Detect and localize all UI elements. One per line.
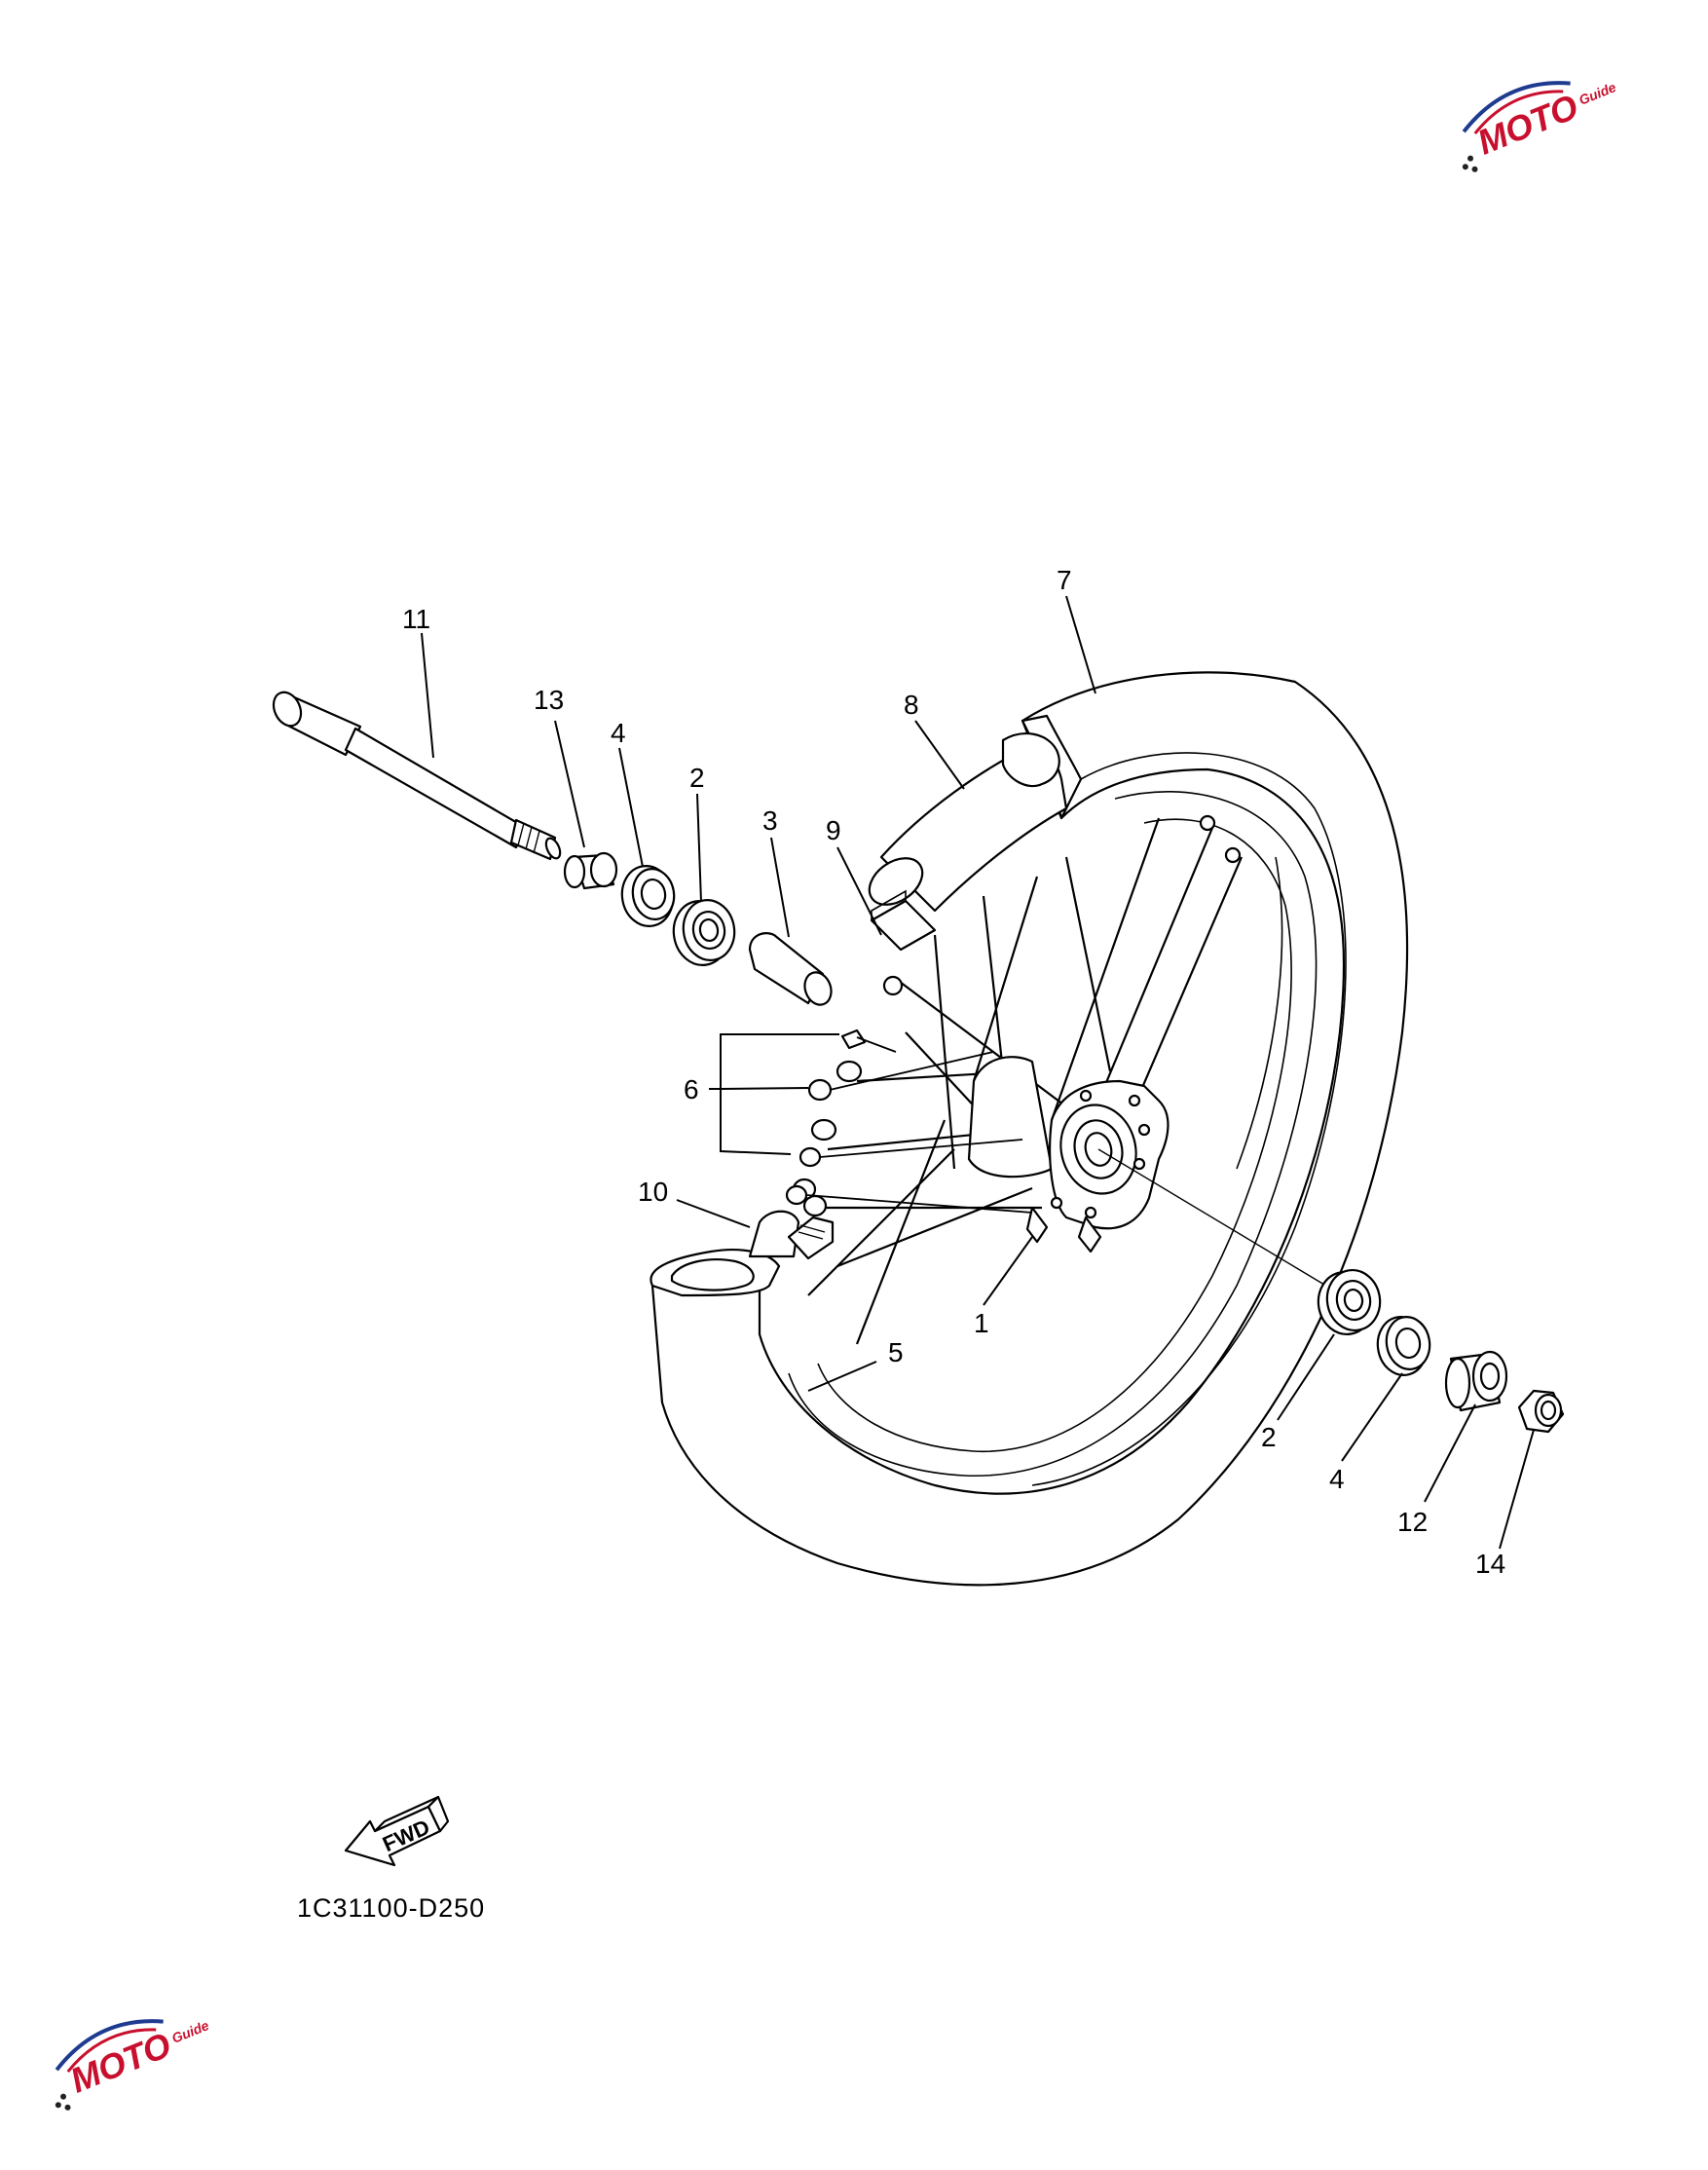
spacer-3 (748, 932, 833, 1006)
bearing-right (1317, 1269, 1382, 1335)
callout-11: 11 (402, 604, 430, 634)
callout-12: 12 (1397, 1507, 1428, 1537)
axle-centerline (1097, 1148, 1335, 1291)
callout-4-left: 4 (611, 718, 626, 748)
callouts: 11 13 4 2 3 9 8 7 6 10 1 5 2 4 12 14 (402, 565, 1505, 1579)
drawing-code: 1C31100-D250 (297, 1893, 485, 1923)
callout-13: 13 (534, 685, 564, 715)
watermark-logo-bottom: MOTO Guide (55, 2017, 211, 2111)
spoke-nipple-group (785, 1029, 1033, 1214)
tube (650, 1210, 800, 1297)
callout-7: 7 (1057, 565, 1072, 595)
oil-seal-left (620, 865, 676, 927)
hub (967, 1056, 1170, 1253)
callout-2-right: 2 (1261, 1422, 1277, 1452)
svg-text:Guide: Guide (1577, 79, 1618, 108)
axle-shaft (272, 691, 562, 861)
callout-5: 5 (888, 1337, 904, 1367)
callout-14: 14 (1475, 1549, 1505, 1579)
callout-6: 6 (684, 1074, 699, 1104)
callout-4-right: 4 (1329, 1464, 1345, 1494)
axle-nut (1517, 1389, 1565, 1434)
leader-lines (421, 595, 1535, 1550)
spoke-nipples (792, 814, 1242, 1217)
valve-cap (787, 1216, 835, 1260)
svg-text:Guide: Guide (169, 2017, 211, 2046)
forward-arrow-icon: FWD (344, 1795, 450, 1867)
oil-seal-right (1376, 1316, 1431, 1376)
callout-2-left: 2 (689, 763, 705, 793)
callout-10: 10 (638, 1177, 668, 1207)
watermark-logo-top: MOTO Guide (1462, 79, 1618, 172)
callout-8: 8 (904, 690, 919, 720)
callout-3: 3 (762, 805, 778, 836)
collar-13 (563, 851, 618, 890)
collar-12 (1444, 1350, 1508, 1412)
bearing-left (672, 899, 736, 966)
callout-9: 9 (826, 815, 841, 845)
callout-1: 1 (974, 1308, 989, 1338)
rim-band (868, 732, 1068, 913)
